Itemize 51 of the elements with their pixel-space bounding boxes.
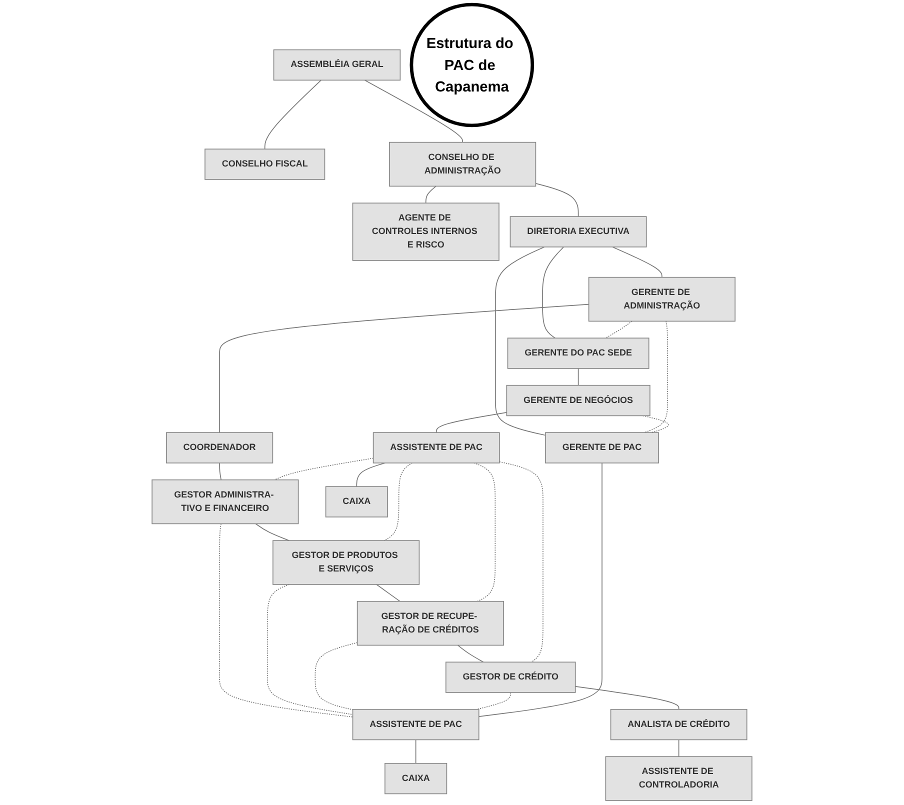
node-box: GERENTE DE NEGÓCIOS	[506, 384, 650, 416]
connector	[376, 584, 400, 602]
node-box: GESTOR DE CRÉDITO	[445, 662, 576, 693]
connector	[364, 80, 463, 143]
connector	[384, 462, 413, 542]
connector	[476, 692, 512, 710]
node-box: GESTOR ADMINISTRA- TIVO E FINANCEIRO	[152, 479, 299, 524]
node-box: ANALISTA DE CRÉDITO	[610, 708, 748, 740]
connector	[266, 584, 354, 715]
connector	[457, 644, 484, 663]
node-box: GESTOR DE PRODUTOS E SERVIÇOS	[272, 540, 420, 585]
connector	[605, 320, 632, 339]
connector	[436, 412, 508, 434]
connector	[474, 462, 496, 602]
connector	[494, 246, 546, 436]
node-box: GERENTE DE PAC	[545, 432, 659, 464]
connector	[499, 461, 544, 663]
node-box: ASSISTENTE DE PAC	[352, 708, 480, 740]
connector	[578, 368, 579, 386]
node-box: DIRETORIA EXECUTIVA	[510, 216, 647, 248]
node-box: GERENTE DO PAC SEDE	[507, 338, 650, 369]
connector	[542, 246, 564, 339]
connector	[356, 462, 386, 488]
connector	[255, 523, 290, 542]
connector	[219, 304, 590, 434]
connector	[574, 686, 680, 710]
connector	[425, 186, 436, 204]
connector	[314, 642, 358, 710]
connector	[415, 739, 416, 764]
node-box: CAIXA	[325, 486, 388, 518]
connector	[264, 80, 322, 150]
node-box: GESTOR DE RECUPE- RAÇÃO DE CRÉDITOS	[356, 600, 504, 646]
node-box: GERENTE DE ADMINISTRAÇÃO	[588, 276, 736, 322]
connector	[219, 462, 222, 480]
connector	[612, 246, 662, 278]
node-box: COORDENADOR	[166, 432, 274, 464]
node-circle: Estrutura do PAC de Capanema	[410, 2, 534, 128]
connector	[644, 320, 668, 434]
connector	[274, 458, 374, 480]
connector	[535, 183, 579, 217]
node-box: CONSELHO DE ADMINISTRAÇÃO	[389, 142, 536, 187]
node-box: ASSISTENTE DE CONTROLADORIA	[605, 756, 752, 801]
node-box: ASSISTENTE DE PAC	[372, 432, 500, 464]
node-box: AGENTE DE CONTROLES INTERNOS E RISCO	[352, 202, 500, 261]
connector	[642, 415, 669, 434]
connector	[219, 523, 354, 718]
node-box: ASSEMBLÉIA GERAL	[273, 49, 401, 81]
connector	[478, 462, 602, 717]
node-box: CAIXA	[384, 762, 448, 794]
connector	[678, 739, 680, 758]
node-box: CONSELHO FISCAL	[204, 148, 326, 180]
